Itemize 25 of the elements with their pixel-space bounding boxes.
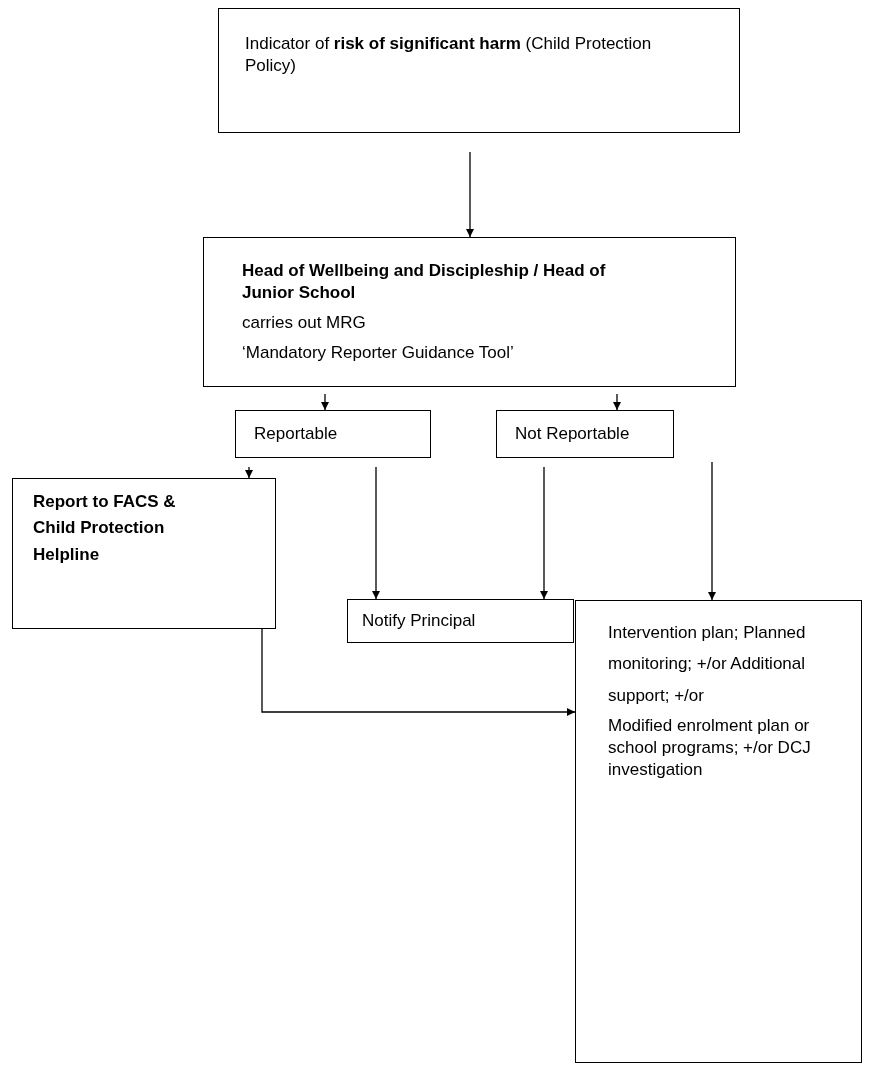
arrow — [613, 393, 621, 411]
arrow — [466, 151, 474, 238]
process-box — [575, 600, 862, 1063]
box-text: Not Reportable — [515, 423, 631, 445]
arrow — [321, 393, 329, 411]
box-text: Indicator of risk of significant harm (Child Protection Policy) — [245, 33, 653, 78]
box-text: Intervention plan; Planned monitoring; +/or Additional support; +/or — [608, 622, 807, 707]
box-note: ‘Mandatory Reporter Guidance Tool’ — [242, 342, 515, 364]
box-text: Reportable — [254, 423, 339, 445]
arrow — [372, 466, 380, 600]
box-note: Modified enrolment plan or school programs; +/or DCJ investigation — [608, 715, 812, 781]
process-box — [12, 478, 276, 629]
box-text: Head of Wellbeing and Discipleship / Head of Junior School — [242, 260, 607, 305]
process-box — [203, 237, 736, 387]
box-text: Report to FACS & Child Protection Helpline — [33, 491, 177, 566]
arrow — [261, 628, 576, 716]
process-box — [347, 599, 574, 643]
process-box — [496, 410, 674, 458]
box-text: Notify Principal — [362, 610, 477, 632]
arrow — [540, 466, 548, 600]
box-note: carries out MRG — [242, 312, 367, 334]
arrow — [708, 461, 716, 601]
process-box — [218, 8, 740, 133]
arrow — [245, 466, 253, 479]
process-box — [235, 410, 431, 458]
